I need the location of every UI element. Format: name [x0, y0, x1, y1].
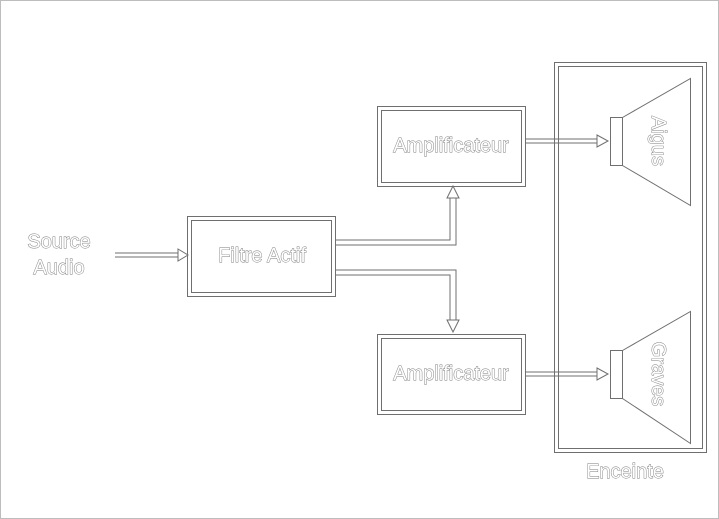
filter-box: Filtre Actif — [187, 216, 336, 297]
enclosure-box — [554, 62, 707, 453]
arrow-amp-bottom-to-woofer — [526, 367, 610, 381]
amplifier-bottom-label: Amplificateur — [393, 363, 509, 385]
enclosure-label: Enceinte — [586, 461, 664, 483]
source-label-line1: Source — [27, 231, 90, 253]
arrow-filter-to-amp-bottom — [336, 269, 460, 334]
amplifier-top-box: Amplificateur — [377, 106, 526, 187]
arrow-filter-to-amp-top — [336, 184, 460, 246]
source-label-line2: Audio — [33, 257, 84, 279]
amplifier-bottom-box: Amplificateur — [377, 334, 526, 415]
arrow-source-to-filter — [115, 248, 189, 262]
tweeter-label: Aigus — [647, 116, 669, 166]
arrow-amp-top-to-tweeter — [526, 134, 610, 148]
woofer-speaker-icon — [610, 310, 691, 445]
woofer-label: Graves — [647, 342, 669, 406]
tweeter-speaker-icon — [610, 77, 691, 207]
filter-label: Filtre Actif — [218, 245, 306, 267]
amplifier-top-label: Amplificateur — [393, 135, 509, 157]
